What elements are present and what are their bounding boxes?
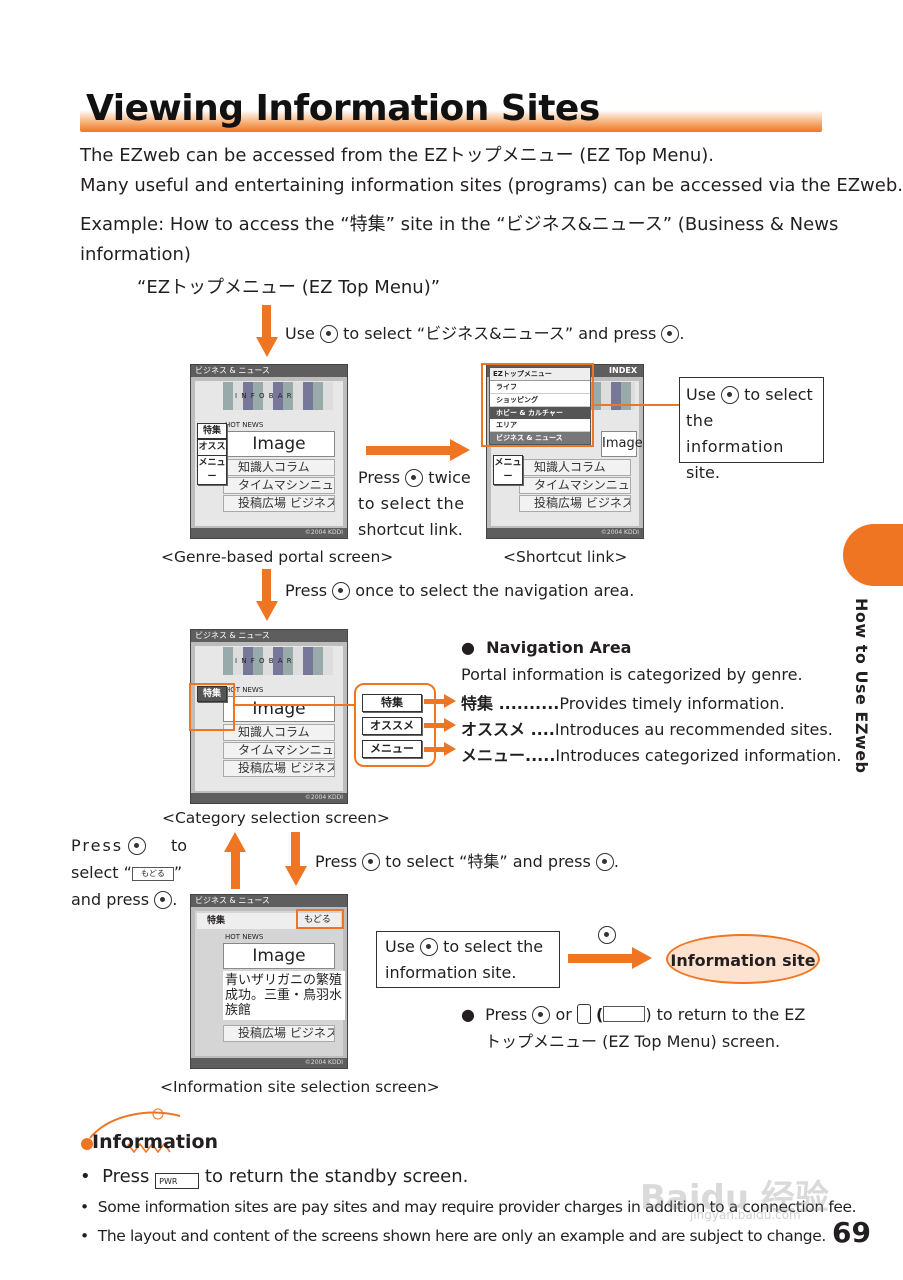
step3-text: Press to select “特集” and press .: [315, 852, 620, 871]
intro-line-1: The EZweb can be accessed from the EZトップ…: [80, 145, 715, 166]
arrow-down-3-head: [285, 866, 307, 886]
top-menu-label: “EZトップメニュー (EZ Top Menu)”: [137, 277, 441, 298]
press-twice-text: Press twice to select the shortcut link.: [358, 468, 471, 539]
return-note: ● Press or () to return to the EZ トップメニュ…: [461, 1004, 806, 1051]
image-placeholder: Image: [223, 431, 335, 457]
shortcut-highlight: [481, 363, 594, 447]
nav-item-3: メニュー.....Introduces categorized informat…: [461, 746, 842, 765]
modoru-key-icon: もどる: [131, 866, 174, 881]
nav-area-highlight: [189, 683, 235, 731]
bullet-2: • Some information sites are pay sites a…: [80, 1198, 857, 1216]
shortcut-menu: EZトップメニュー ライフ ショッピング ホビー & カルチャー エリア ビジネ…: [489, 367, 591, 445]
infobar-banner: [223, 382, 333, 410]
arrow-right-2-shaft: [568, 954, 634, 963]
center-key-icon: [154, 891, 173, 909]
use-select-info-box: Use to select the information site.: [679, 377, 824, 482]
multi-key-icon: [319, 325, 338, 343]
arrow-up-head: [224, 832, 246, 852]
connector-line: [594, 404, 680, 406]
arrow-down-1-head: [256, 337, 278, 357]
multi-key-icon: [532, 1006, 551, 1024]
clear-key-icon: [576, 1004, 591, 1024]
multi-key-icon: [362, 853, 381, 871]
bullet-1: • Press PWR to return the standby screen…: [80, 1166, 469, 1189]
power-key-icon: PWR: [155, 1173, 200, 1189]
arrow-down-3-shaft: [291, 832, 300, 868]
watermark: Baidu 经验: [640, 1178, 829, 1218]
shortcut-link-screen: INDEX Image 知識人コラム タイムマシンニュース 投稿広場 ビジネス …: [486, 364, 644, 539]
information-site-badge: Information site: [666, 934, 820, 984]
multi-key-icon: [128, 837, 147, 855]
arrow-up-shaft: [231, 851, 240, 889]
step2-text: Press once to select the navigation area…: [285, 581, 635, 600]
caption-info-site: <Information site selection screen>: [160, 1078, 440, 1096]
nav-area-heading: ● Navigation Area: [461, 638, 632, 657]
nav-area-desc: Portal information is categorized by gen…: [461, 665, 803, 684]
modoru-highlight: [296, 909, 344, 929]
caption-genre: <Genre-based portal screen>: [161, 548, 394, 566]
watermark-url: jingyan.baidu.com: [690, 1208, 801, 1222]
category-selection-screen: ビジネス & ニュース I N F O B A R HOT NEWS Image…: [190, 629, 348, 804]
multi-key-icon: [332, 582, 351, 600]
center-key-icon: [661, 325, 680, 343]
example-line-1: Example: How to access the “特集” site in …: [80, 214, 839, 235]
multi-key-icon: [419, 938, 438, 956]
tab-tokushu: 特集: [362, 694, 422, 712]
intro-line-2: Many useful and entertaining information…: [80, 175, 903, 196]
information-decoration-icon: [81, 1108, 181, 1154]
information-heading: Information: [92, 1131, 219, 1153]
example-line-2: information): [80, 244, 191, 265]
arrow-down-2-head: [256, 601, 278, 621]
multi-key-icon: [405, 469, 424, 487]
page-number: 69: [832, 1216, 871, 1249]
nav-item-1: 特集 ..........Provides timely information…: [461, 694, 785, 713]
center-key-icon: [595, 853, 614, 871]
arrow-right-2-head: [632, 947, 652, 969]
multi-key-icon: [720, 386, 739, 404]
nav-item-2: オススメ ....Introduces au recommended sites…: [461, 720, 833, 739]
bullet-3: • The layout and content of the screens …: [80, 1227, 826, 1245]
center-key-icon: [598, 926, 616, 944]
step-back-text: Press to select “もどる” and press .: [71, 836, 187, 909]
page-title: Viewing Information Sites: [86, 88, 600, 129]
section-tab: [843, 524, 903, 586]
caption-shortcut: <Shortcut link>: [503, 548, 628, 566]
side-section-label: How to Use EZweb: [852, 598, 871, 774]
arrow-down-2-shaft: [262, 569, 271, 603]
arrow-right-1-shaft: [366, 446, 452, 455]
info-site-selection-screen: ビジネス & ニュース 特集 HOT NEWS Image 青いザリガニの繁殖成…: [190, 894, 348, 1069]
arrow-right-1-head: [450, 439, 470, 461]
arrow-down-1-shaft: [262, 305, 271, 339]
title-underline: [80, 110, 822, 132]
soft-key-icon: [603, 1006, 646, 1022]
use-select-box: Use to select the information site.: [376, 931, 560, 988]
tab-osusume: オススメ: [362, 717, 422, 735]
tab-menu: メニュー: [362, 740, 422, 758]
caption-category: <Category selection screen>: [162, 809, 390, 827]
genre-portal-screen: ビジネス & ニュース I N F O B A R HOT NEWS Image…: [190, 364, 348, 539]
step1-text: Use to select “ビジネス&ニュース” and press .: [285, 324, 685, 343]
